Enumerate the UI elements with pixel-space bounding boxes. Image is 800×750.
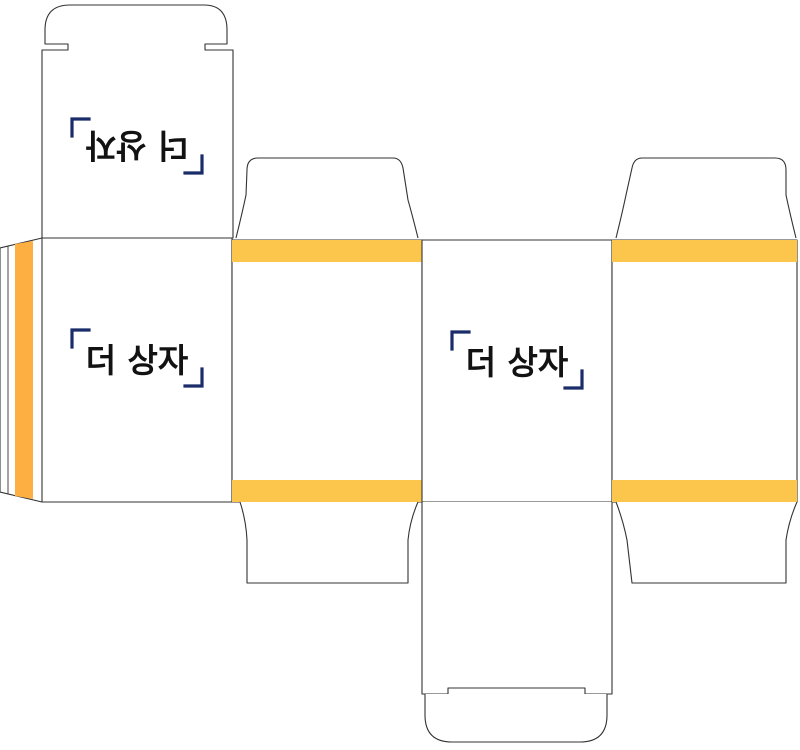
label-back-panel: 더 상자 <box>450 330 584 390</box>
dust-flap-top-left <box>235 157 419 239</box>
side-panel-right-band-bottom <box>612 480 797 502</box>
bracket-close <box>70 117 91 138</box>
box-label-text: 더 상자 <box>86 341 189 380</box>
box-label-text: 더 상자 <box>466 343 569 382</box>
label-front-panel: 더 상자 <box>70 328 204 388</box>
front-panel <box>41 237 233 503</box>
dust-flap-bottom-left <box>239 501 419 584</box>
bracket-open <box>183 154 204 175</box>
bottom-lid-tuck-tab <box>424 694 608 743</box>
dust-flap-top-right <box>615 157 797 239</box>
side-panel-right <box>611 239 798 503</box>
box-label-text: 더 상자 <box>85 126 188 165</box>
bracket-open <box>70 328 91 349</box>
dust-flap-bottom-right <box>615 501 798 584</box>
side-panel-left <box>231 239 423 503</box>
bottom-lid-tuck-flap <box>421 502 613 695</box>
top-lid-tuck-flap <box>41 4 234 239</box>
side-panel-right-band-top <box>612 240 797 262</box>
bracket-close <box>183 367 204 388</box>
side-panel-left-band-top <box>232 240 422 262</box>
label-lid-rotated: 더 상자 <box>70 117 204 175</box>
bracket-open <box>450 330 471 351</box>
side-panel-left-band-bottom <box>232 480 422 502</box>
bracket-close <box>563 369 584 390</box>
glue-flap-band <box>15 241 33 499</box>
